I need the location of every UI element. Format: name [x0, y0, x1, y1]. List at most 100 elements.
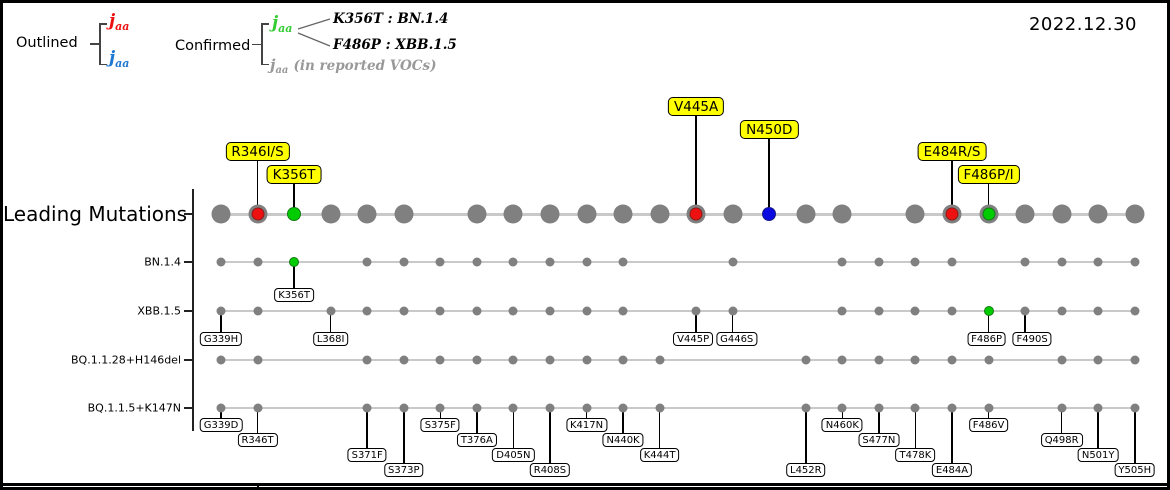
callout-stem-k356t	[293, 182, 295, 214]
mutation-dot	[326, 306, 336, 316]
mutation-dot	[1093, 306, 1103, 316]
mutation-label-r408s: R408S	[529, 463, 571, 477]
mutation-dot	[874, 403, 884, 413]
confirmed-green-symbol: jaa	[272, 15, 292, 37]
mutation-dot-colored	[762, 207, 777, 221]
mutation-label-f486p: F486P	[967, 332, 1006, 346]
mutation-dot	[435, 306, 445, 316]
mutation-label-e484a: E484A	[931, 463, 973, 477]
mutation-dot	[728, 306, 738, 316]
mutation-dot	[216, 355, 226, 365]
callout-v445a: V445A	[668, 97, 725, 116]
mutation-label-v445p: V445P	[673, 332, 714, 346]
mutation-dot	[905, 204, 925, 224]
legend-outlined-bracket-tick	[90, 43, 99, 45]
callout-stem-e484r-s	[951, 159, 953, 214]
label-stem-g339d	[220, 408, 222, 418]
mutation-dot	[1020, 257, 1030, 267]
mutation-label-q498r: Q498R	[1040, 433, 1083, 447]
mutation-dot	[1130, 306, 1140, 316]
mutation-label-n501y: N501Y	[1077, 448, 1119, 462]
mutation-dot	[545, 403, 555, 413]
legend-confirmed-bracket-arm-top	[261, 23, 269, 25]
mutation-dot	[947, 257, 957, 267]
mutation-dot	[874, 257, 884, 267]
mutation-dot	[801, 355, 811, 365]
mutation-dot	[910, 355, 920, 365]
mutation-label-f490s: F490S	[1012, 332, 1052, 346]
mutation-dot	[728, 257, 738, 267]
mutation-dot	[216, 306, 226, 316]
label-stem-y505h	[1133, 408, 1136, 463]
callout-stem-r346i-s	[256, 159, 259, 214]
mutation-dot	[947, 403, 957, 413]
symbol-sub: aa	[115, 57, 130, 70]
mutation-label-r346t: R346T	[237, 433, 278, 447]
mutation-label-n460k: N460K	[821, 418, 863, 432]
mutation-label-g339h: G339H	[199, 332, 243, 346]
callout-k356t: K356T	[266, 165, 322, 184]
mutation-dot	[399, 257, 409, 267]
partial-stem-tick	[257, 486, 259, 487]
mutation-dot	[910, 257, 920, 267]
mutation-dot	[874, 306, 884, 316]
mutation-dot	[1125, 204, 1145, 224]
mutation-dot	[582, 257, 591, 267]
label-stem-n501y	[1097, 408, 1099, 448]
callout-stem-v445a	[695, 114, 698, 214]
mutation-dot	[467, 204, 487, 224]
mutation-dot	[1088, 204, 1108, 224]
mutation-dot	[582, 355, 591, 365]
mutation-dot	[362, 355, 372, 365]
mutation-dot	[723, 204, 743, 224]
mutation-dot	[508, 403, 518, 413]
label-stem-s375f	[439, 408, 442, 418]
callout-n450d: N450D	[740, 120, 799, 139]
mutation-dot	[837, 403, 847, 413]
mutation-label-s477n: S477N	[858, 433, 900, 447]
mutation-dot	[947, 355, 957, 365]
voc-legend-line: jaa (in reported VOCs)	[270, 55, 436, 76]
label-stem-e484a	[951, 408, 953, 463]
mutation-dot	[1057, 257, 1067, 267]
mutation-label-g446s: G446S	[716, 332, 758, 346]
mutation-dot	[691, 306, 701, 316]
mutation-dot	[618, 355, 628, 365]
mutation-dot-colored	[982, 207, 996, 221]
label-stem-f486p	[987, 311, 990, 332]
label-stem-l368i	[329, 311, 332, 332]
mutation-dot	[472, 403, 482, 413]
mutation-dot	[832, 204, 852, 224]
mutation-dot	[1130, 403, 1140, 413]
mutation-dot	[1057, 355, 1067, 365]
mutation-dot	[508, 257, 518, 267]
label-stem-f486v	[987, 408, 990, 418]
mutation-dot	[1057, 306, 1067, 316]
mutation-dot	[253, 306, 263, 316]
callout-stem-n450d	[768, 137, 771, 214]
label-stem-k444t	[658, 408, 661, 448]
row-tick	[184, 359, 192, 361]
mutation-dot	[1093, 403, 1103, 413]
mutation-label-t376a: T376A	[456, 433, 497, 447]
row-label-bq-1-1-5-k147n: BQ.1.1.5+K147N	[87, 401, 181, 415]
date-label: 2022.12.30	[1028, 14, 1137, 35]
row-line-leading-mutations	[221, 212, 1135, 216]
mutation-dot	[1130, 257, 1140, 267]
legend-confirmed-bracket-arm-bottom	[261, 63, 269, 66]
mutation-dot	[947, 306, 957, 316]
label-stem-s373p	[402, 408, 405, 463]
mutation-dot	[545, 306, 555, 316]
mutation-label-l368i: L368I	[312, 332, 349, 346]
mutation-dot-colored	[983, 306, 994, 316]
mutation-dot	[984, 403, 994, 413]
mutation-dot	[1015, 204, 1035, 224]
confirmed-connector-lines	[297, 18, 331, 47]
callout-r346i-s: R346I/S	[225, 142, 290, 161]
mutation-dot-colored	[287, 207, 302, 221]
row-label-bq-1-1-28-h146del: BQ.1.1.28+H146del	[71, 353, 181, 367]
symbol-sub: aa	[275, 65, 289, 76]
mutation-label-k356t: K356T	[274, 288, 314, 302]
mutation-dot	[435, 355, 445, 365]
